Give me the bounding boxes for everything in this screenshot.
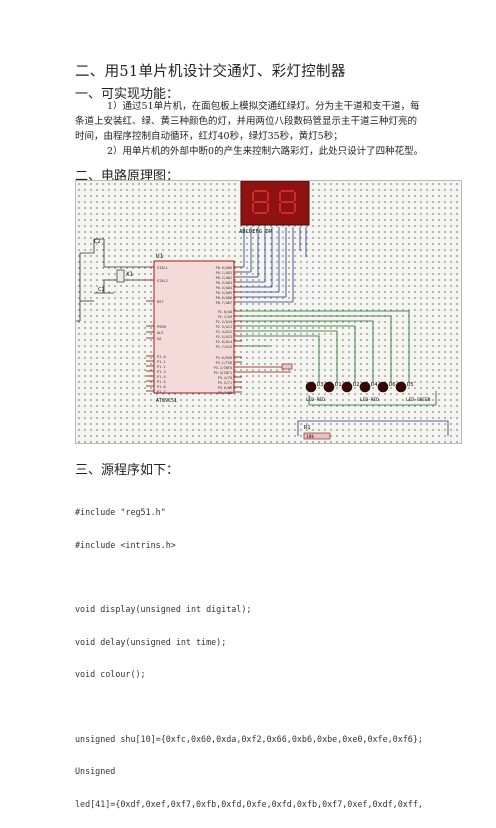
pin-p2-3: P2.3/A11: [216, 325, 232, 329]
code-line: [75, 699, 423, 715]
pin-p1-5: P1.5: [157, 380, 166, 384]
pin-p2-2: P2.2/A10: [216, 320, 232, 324]
pin-ale: ALE: [157, 331, 164, 335]
section-3-title: 三、源程序如下：: [75, 463, 180, 478]
code-line: led[41]={0xdf,0xef,0xf7,0xfb,0xfd,0xfe,0…: [75, 798, 423, 809]
pin-p2-5: P2.5/A13: [216, 335, 232, 339]
pin-p2-1: P2.1/A9: [218, 315, 232, 319]
code-line: void colour();: [75, 669, 146, 680]
cap-c1-label: C1: [98, 287, 105, 293]
pin-p1-0: P1.0: [157, 355, 166, 359]
source-code: #include "reg51.h" #include <intrins.h> …: [75, 488, 423, 828]
pin-p2-4: P2.4/A12: [216, 330, 232, 334]
led-d2-label: D2: [353, 382, 360, 388]
pin-p0-6: P0.6/AD6: [216, 296, 232, 300]
pin-p0-4: P0.4/AD4: [216, 286, 232, 290]
pin-p0-1: P0.1/AD1: [216, 271, 232, 275]
pin-p3-1: P3.1/TXD: [216, 361, 232, 365]
crystal-label: X1: [126, 271, 134, 278]
led-d1-label: D1: [335, 382, 342, 388]
pin-p0-7: P0.7/AD7: [216, 301, 232, 305]
resistor-value: 10k: [306, 434, 314, 440]
led-d6-label: D6: [389, 382, 396, 388]
led-d5-label: D5: [407, 382, 414, 388]
pin-p3-5: P3.5/T1: [218, 381, 232, 385]
code-line: void delay(unsigned int time);: [75, 636, 227, 647]
pin-ea: EA: [157, 337, 162, 341]
function-item-2: 2）用单片机的外部中断0的产生来控制六路彩灯，此处只设计了四种花型。: [107, 146, 424, 157]
code-line: [75, 569, 423, 585]
pin-p3-3: P3.3/INT1: [214, 371, 232, 375]
led-group-label-1: LED-RED: [306, 397, 325, 403]
display-pin-labels: ABCDEFG DP: [239, 229, 273, 235]
led-d3-label: D3: [317, 382, 324, 388]
led-group-label-2: LED-RED: [360, 397, 379, 403]
pin-p2-7: P2.7/A15: [216, 345, 232, 349]
pin-p1-1: P1.1: [157, 360, 166, 364]
page-heading: 二、用51单片机设计交通灯、彩灯控制器: [75, 64, 346, 80]
pin-p3-2: P3.2/INT0: [214, 366, 232, 370]
pin-p0-2: P0.2/AD2: [216, 276, 232, 280]
cap-c2-label: C2: [94, 239, 101, 245]
pin-p3-7: P3.7/RD: [218, 391, 232, 395]
pin-p1-6: P1.6: [157, 385, 166, 389]
pin-p3-6: P3.6/WR: [218, 386, 233, 390]
led-array: [305, 381, 407, 393]
code-line: unsigned shu[10]={0xfc,0x60,0xda,0xf2,0x…: [75, 734, 423, 745]
pin-p0-3: P0.3/AD3: [216, 281, 232, 285]
seven-segment-display: [240, 181, 310, 226]
pin-p3-4: P3.4/T0: [218, 376, 232, 380]
pin-p2-6: P2.6/A14: [216, 340, 232, 344]
pin-rst: RST: [157, 300, 164, 304]
resistor-label: R1: [304, 425, 311, 431]
pin-p0-0: P0.0/AD0: [216, 266, 232, 270]
code-line: #include <intrins.h>: [75, 539, 176, 550]
pin-p1-7: P1.7: [157, 390, 166, 394]
pin-p1-3: P1.3: [157, 370, 166, 374]
pin-xtal1: XTAL1: [157, 266, 168, 270]
pin-p1-4: P1.4: [157, 375, 166, 379]
function-item-1: 1）通过51单片机，在面包板上模拟交通红绿灯。分为主干道和支干道，每条道上安装红…: [75, 101, 420, 142]
pin-p2-0: P2.0/A8: [218, 310, 232, 314]
chip-part-label: AT89C51: [156, 398, 177, 404]
pin-psen: PSEN: [157, 325, 166, 329]
crystal-x1: [116, 269, 125, 283]
circuit-schematic: ABCDEFG DP U1 AT89C51: [75, 180, 462, 444]
section-1-title: 一、可实现功能：: [75, 87, 180, 102]
code-line: #include "reg51.h": [75, 507, 166, 518]
resistor-r1: [303, 432, 331, 440]
chip-label: U1: [156, 253, 164, 260]
pin-xtal2: XTAL2: [157, 279, 168, 283]
pin-p1-2: P1.2: [157, 365, 166, 369]
led-group-label-3: LED-GREEN: [406, 397, 431, 403]
code-line: Unsigned: [75, 766, 116, 777]
schematic-drawing: ABCDEFG DP U1 AT89C51: [76, 181, 449, 440]
pin-p3-0: P3.0/RXD: [216, 356, 232, 360]
pin-p0-5: P0.5/AD5: [216, 291, 232, 295]
led-d4-label: D4: [371, 382, 378, 388]
code-line: void display(unsigned int digital);: [75, 604, 252, 615]
microcontroller-chip: [153, 260, 235, 394]
